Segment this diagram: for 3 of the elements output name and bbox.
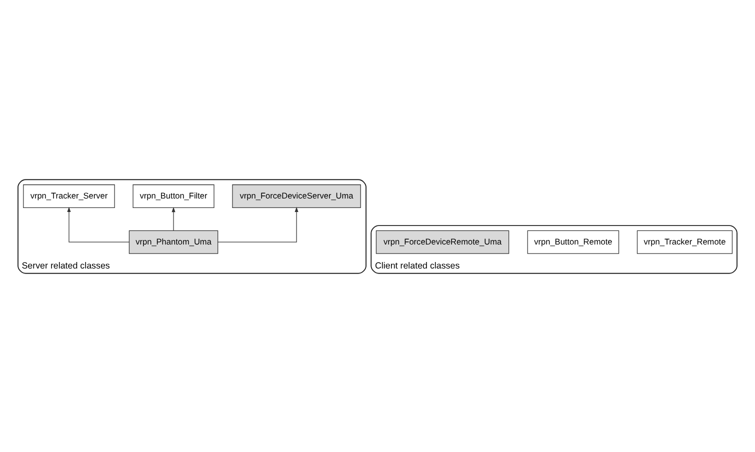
arrow (218, 206, 298, 242)
arrow (67, 206, 130, 242)
arrow (172, 206, 176, 230)
